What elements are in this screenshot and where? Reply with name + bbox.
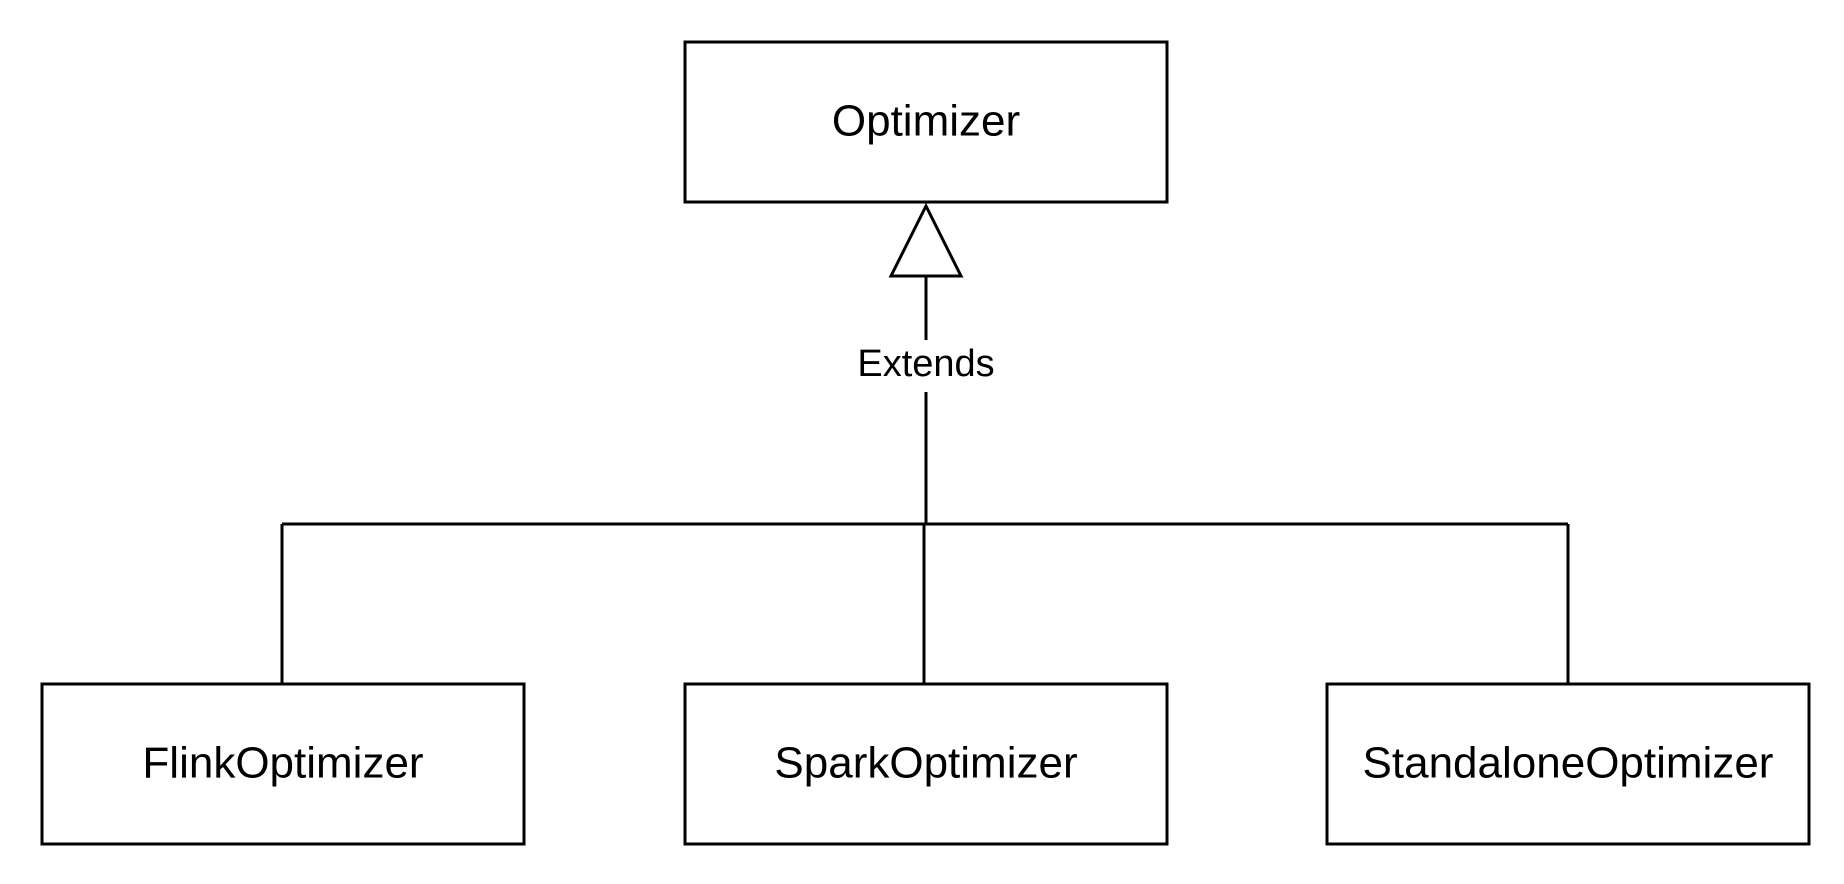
child-class-label: SparkOptimizer bbox=[774, 739, 1077, 788]
connectors bbox=[280, 276, 1570, 684]
relation-label: Extends bbox=[857, 343, 994, 385]
inheritance-arrow-icon bbox=[888, 202, 964, 278]
child-class-box-spark: SparkOptimizer bbox=[683, 682, 1169, 846]
parent-class-box: Optimizer bbox=[683, 40, 1169, 204]
child-class-box-standalone: StandaloneOptimizer bbox=[1325, 682, 1811, 846]
child-class-box-flink: FlinkOptimizer bbox=[40, 682, 526, 846]
parent-class-label: Optimizer bbox=[832, 97, 1020, 146]
child-class-label: StandaloneOptimizer bbox=[1363, 739, 1774, 788]
child-class-label: FlinkOptimizer bbox=[142, 739, 423, 788]
